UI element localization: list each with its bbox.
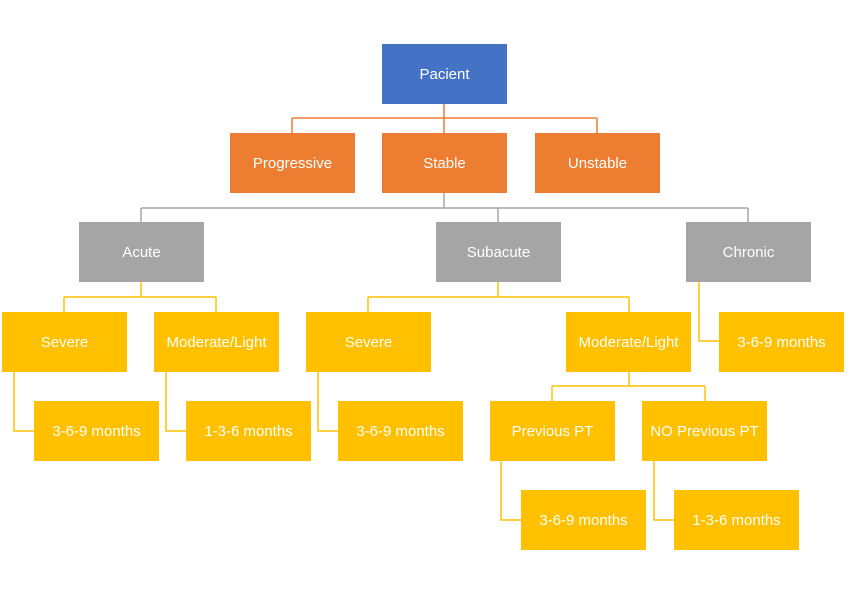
node-chronic-duration: 3-6-9 months: [719, 312, 844, 372]
connector-acute-moderate-leaf: [165, 372, 186, 432]
node-previous-pt: Previous PT: [490, 401, 615, 461]
node-acute-moderate-duration: 1-3-6 months: [186, 401, 311, 461]
connector-subacute-severe-leaf: [317, 372, 338, 432]
node-acute-severe: Severe: [2, 312, 127, 372]
connector-root-level1: [291, 104, 598, 133]
node-previous-pt-duration: 3-6-9 months: [521, 490, 646, 550]
node-subacute: Subacute: [436, 222, 561, 282]
connector-stable-level2: [140, 193, 749, 222]
connector-acute-severe-leaf: [13, 372, 34, 432]
connector-no-previous-pt-leaf: [653, 461, 674, 521]
connector-acute-children: [63, 282, 217, 312]
node-subacute-severe: Severe: [306, 312, 431, 372]
node-stable: Stable: [382, 133, 507, 193]
node-chronic: Chronic: [686, 222, 811, 282]
node-acute-moderate-light: Moderate/Light: [154, 312, 279, 372]
node-subacute-severe-duration: 3-6-9 months: [338, 401, 463, 461]
node-progressive: Progressive: [230, 133, 355, 193]
connector-previous-pt-leaf: [500, 461, 521, 521]
connector-subacute-children: [367, 282, 630, 312]
node-unstable: Unstable: [535, 133, 660, 193]
connector-subacute-moderate-children: [551, 372, 706, 401]
node-acute: Acute: [79, 222, 204, 282]
connector-chronic-leaf: [698, 282, 719, 342]
node-no-previous-pt-duration: 1-3-6 months: [674, 490, 799, 550]
node-subacute-moderate-light: Moderate/Light: [566, 312, 691, 372]
node-acute-severe-duration: 3-6-9 months: [34, 401, 159, 461]
node-pacient: Pacient: [382, 44, 507, 104]
node-no-previous-pt: NO Previous PT: [642, 401, 767, 461]
